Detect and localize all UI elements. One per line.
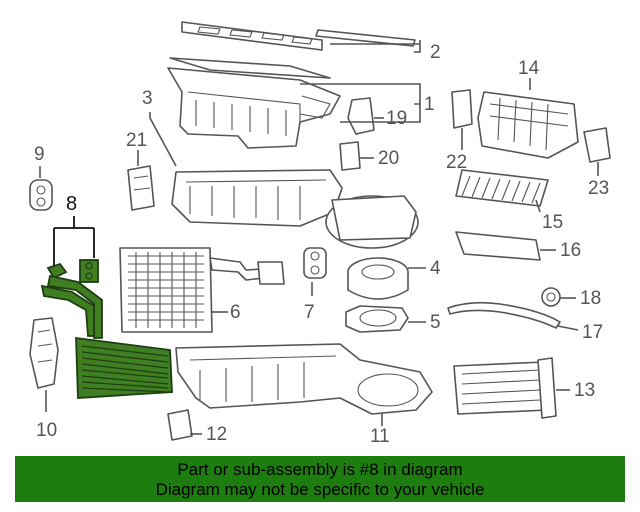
part-19-actuator bbox=[347, 97, 375, 135]
callout-15: 15 bbox=[542, 212, 563, 233]
banner-line-2: Diagram may not be specific to your vehi… bbox=[155, 480, 485, 499]
callout-5: 5 bbox=[430, 312, 441, 333]
callout-19: 19 bbox=[386, 108, 407, 129]
callout-8: 8 bbox=[66, 193, 77, 215]
part-3-middle-housing bbox=[171, 169, 419, 249]
part-20-actuator bbox=[339, 141, 361, 171]
vehicle-notice-banner: Part or sub-assembly is #8 in diagram Di… bbox=[15, 456, 625, 502]
callout-14: 14 bbox=[518, 58, 540, 79]
part-11-lower-case bbox=[175, 343, 433, 415]
callout-4: 4 bbox=[430, 258, 441, 279]
callout-21: 21 bbox=[126, 130, 147, 151]
callout-17: 17 bbox=[582, 322, 603, 343]
callout-18: 18 bbox=[580, 288, 601, 309]
part-23-actuator bbox=[583, 127, 611, 163]
part-2-gasket bbox=[169, 21, 416, 79]
part-22-actuator bbox=[451, 89, 473, 129]
leader-lines bbox=[39, 40, 599, 435]
part-4-blower-motor bbox=[347, 257, 409, 300]
hvac-exploded-diagram: 2 1 3 21 9 8 6 7 4 5 11 12 10 19 20 22 1… bbox=[29, 21, 611, 447]
part-21-actuator bbox=[127, 165, 155, 211]
part-10-bracket bbox=[29, 317, 59, 389]
part-1-upper-housing bbox=[167, 67, 341, 149]
part-13-heater bbox=[453, 357, 557, 419]
callout-11: 11 bbox=[370, 426, 390, 447]
callout-23: 23 bbox=[588, 178, 609, 199]
callout-6: 6 bbox=[230, 302, 241, 323]
part-7-seal bbox=[303, 247, 327, 279]
part-18-plug bbox=[541, 287, 561, 307]
callout-1: 1 bbox=[424, 94, 435, 115]
callout-2: 2 bbox=[430, 42, 441, 63]
callout-13: 13 bbox=[574, 380, 595, 401]
callout-numbers: 2 1 3 21 9 8 6 7 4 5 11 12 10 19 20 22 1… bbox=[34, 42, 609, 447]
part-16-cover bbox=[455, 231, 541, 261]
callout-20: 20 bbox=[378, 148, 399, 169]
callout-9: 9 bbox=[34, 144, 45, 165]
callout-3: 3 bbox=[142, 88, 153, 109]
callout-10: 10 bbox=[36, 420, 57, 441]
callout-12: 12 bbox=[206, 424, 227, 445]
part-14-filter-housing bbox=[477, 91, 579, 159]
banner-line-1: Part or sub-assembly is #8 in diagram bbox=[177, 460, 463, 479]
callout-16: 16 bbox=[560, 240, 581, 261]
callout-7: 7 bbox=[304, 302, 315, 323]
part-15-cabin-filter bbox=[455, 169, 549, 207]
callout-22: 22 bbox=[446, 152, 467, 173]
part-8-heater-core bbox=[40, 259, 173, 399]
part-6-evaporator bbox=[119, 247, 285, 333]
part-5-blower-ring bbox=[345, 305, 409, 333]
part-17-drain-hose bbox=[447, 301, 561, 329]
part-9-grommet bbox=[29, 179, 53, 211]
part-12-actuator bbox=[167, 409, 193, 441]
